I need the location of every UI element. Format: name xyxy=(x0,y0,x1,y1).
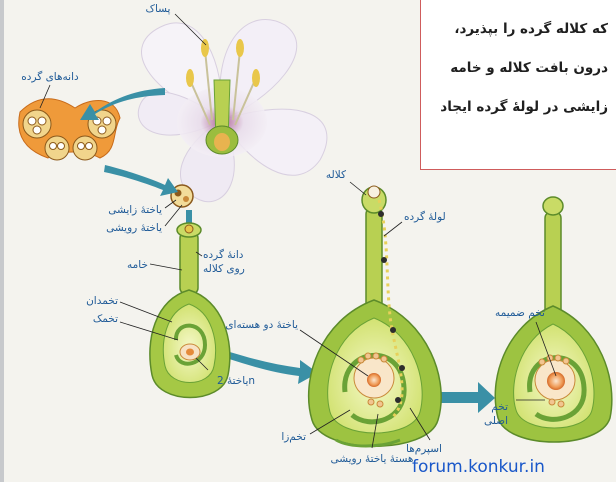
label-pollen-on-stigma-1: دانهٔ گرده xyxy=(203,248,244,261)
label-generative-cell: یاختهٔ زایشی xyxy=(108,204,162,216)
label-ovule: تخمک xyxy=(93,313,118,325)
watermark: forum.konkur.in xyxy=(412,457,545,477)
label-ovary: تخمدان xyxy=(86,295,118,307)
label-pollen-tube: لولهٔ گرده xyxy=(404,210,446,223)
description-line-2: درون بافت کلاله و خامه xyxy=(421,49,608,88)
label-vegetative-cell: یاختهٔ رویشی xyxy=(106,222,162,234)
arrow-anther-to-pollen xyxy=(104,165,178,196)
label-stamen: پساک xyxy=(146,3,171,15)
left-edge-strip xyxy=(0,0,4,482)
label-main-zygote-1: تخم xyxy=(491,401,508,413)
label-stigma: کلاله xyxy=(326,169,346,181)
anther xyxy=(186,69,194,87)
label-binucleate-cell: یاختهٔ دو هسته‌ای xyxy=(225,319,298,331)
anther xyxy=(236,39,244,57)
label-vegetative-nucleus: هستهٔ یاختهٔ رویشی xyxy=(331,453,414,465)
label-pollen-grains: دانه‌های گرده xyxy=(21,70,79,83)
description-line-1: که کلاله گرده را بپذیرد، xyxy=(421,10,608,49)
arrow-pollinated-to-fertilized xyxy=(440,382,495,413)
label-endosperm-zygote: تخم ضمیمه xyxy=(495,307,545,319)
description-text-box: که کلاله گرده را بپذیرد، درون بافت کلاله… xyxy=(420,0,616,170)
flower-illustration xyxy=(138,14,327,202)
label-pollen-on-stigma-2: روی کلاله xyxy=(203,263,245,275)
anther xyxy=(252,69,260,87)
description-line-3: زایشی در لولهٔ گرده ایجاد xyxy=(421,88,608,127)
label-main-zygote-2: اصلی xyxy=(484,415,508,427)
label-cell-2n: یاختهٔ 2n xyxy=(217,375,255,387)
pistil-fertilized xyxy=(495,197,612,442)
label-egg: تخم‌زا xyxy=(281,431,306,443)
anther-cross-section xyxy=(19,85,120,160)
label-style: خامه xyxy=(127,259,148,271)
